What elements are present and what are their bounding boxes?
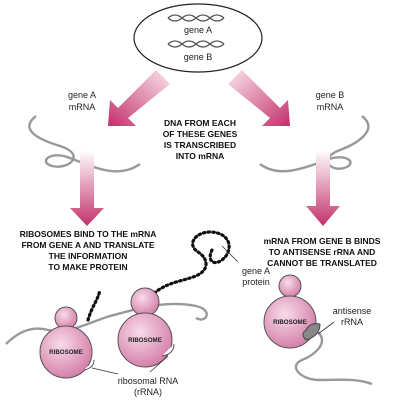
svg-text:RIBOSOME: RIBOSOME xyxy=(128,337,162,344)
svg-text:antisense: antisense xyxy=(333,306,372,316)
svg-text:OF THESE GENES: OF THESE GENES xyxy=(163,129,238,139)
gene-a-protein-chain-short xyxy=(86,288,102,322)
protein-pointer-line xyxy=(221,245,239,263)
svg-text:mRNA FROM GENE B BINDS: mRNA FROM GENE B BINDS xyxy=(264,236,381,246)
svg-text:mRNA: mRNA xyxy=(317,102,344,112)
svg-text:ribosomal RNA: ribosomal RNA xyxy=(118,376,179,386)
svg-text:FROM GENE A AND TRANSLATE: FROM GENE A AND TRANSLATE xyxy=(21,240,154,250)
ribosomal-rna-label: ribosomal RNA (rRNA) xyxy=(118,376,179,397)
svg-text:CANNOT BE TRANSLATED: CANNOT BE TRANSLATED xyxy=(267,258,377,268)
gene-a-mrna-label: gene A mRNA xyxy=(68,90,96,112)
svg-text:DNA FROM EACH: DNA FROM EACH xyxy=(164,118,236,128)
svg-text:RIBOSOMES BIND TO THE mRNA: RIBOSOMES BIND TO THE mRNA xyxy=(20,229,157,239)
gene-a-label: gene A xyxy=(184,25,212,35)
translated-mrna-strand xyxy=(5,302,208,345)
svg-text:INTO mRNA: INTO mRNA xyxy=(176,151,225,161)
svg-text:rRNA: rRNA xyxy=(341,317,363,327)
svg-text:RIBOSOME: RIBOSOME xyxy=(49,349,83,356)
svg-text:IS TRANSCRIBED: IS TRANSCRIBED xyxy=(164,140,236,150)
gene-a-protein-chain xyxy=(146,230,231,302)
transcription-caption: DNA FROM EACH OF THESE GENES IS TRANSCRI… xyxy=(163,118,238,161)
gene-b-mrna-strand xyxy=(259,115,370,173)
arrow-to-gene-b xyxy=(228,70,290,126)
svg-text:THE INFORMATION: THE INFORMATION xyxy=(49,251,128,261)
genes-oval: gene A gene B xyxy=(133,3,263,73)
svg-text:gene A: gene A xyxy=(242,266,270,276)
left-down-arrow xyxy=(70,150,104,226)
svg-text:mRNA: mRNA xyxy=(69,102,96,112)
antisense-rrna-label: antisense rRNA xyxy=(333,306,372,327)
gene-a-mrna-strand xyxy=(28,115,141,173)
svg-text:(rRNA): (rRNA) xyxy=(134,387,162,397)
rrna-pointer-lines xyxy=(91,355,169,375)
gene-b-label: gene B xyxy=(184,52,213,62)
arrow-to-gene-a xyxy=(108,70,170,126)
antisense-rrna-blob xyxy=(302,323,321,341)
svg-text:protein: protein xyxy=(242,277,270,287)
ribosome-1: RIBOSOME xyxy=(39,306,95,379)
svg-text:gene B: gene B xyxy=(316,90,345,100)
ribosome-2: RIBOSOME xyxy=(117,287,175,368)
svg-text:gene A: gene A xyxy=(68,90,96,100)
antisense-pointer-line xyxy=(317,321,335,335)
dna-helix-a-icon xyxy=(167,14,225,22)
dna-helix-b-icon xyxy=(167,40,225,48)
svg-text:TO ANTISENSE rRNA AND: TO ANTISENSE rRNA AND xyxy=(269,247,376,257)
left-caption: RIBOSOMES BIND TO THE mRNA FROM GENE A A… xyxy=(20,229,157,272)
gene-b-mrna-label: gene B mRNA xyxy=(316,90,345,112)
blocked-mrna-strand xyxy=(294,331,373,386)
svg-text:RIBOSOME: RIBOSOME xyxy=(273,319,307,326)
ribosome-3: RIBOSOME xyxy=(263,274,321,349)
right-caption: mRNA FROM GENE B BINDS TO ANTISENSE rRNA… xyxy=(264,236,381,268)
svg-text:TO MAKE PROTEIN: TO MAKE PROTEIN xyxy=(48,262,127,272)
gene-a-protein-label: gene A protein xyxy=(242,266,270,287)
right-down-arrow xyxy=(306,150,340,226)
